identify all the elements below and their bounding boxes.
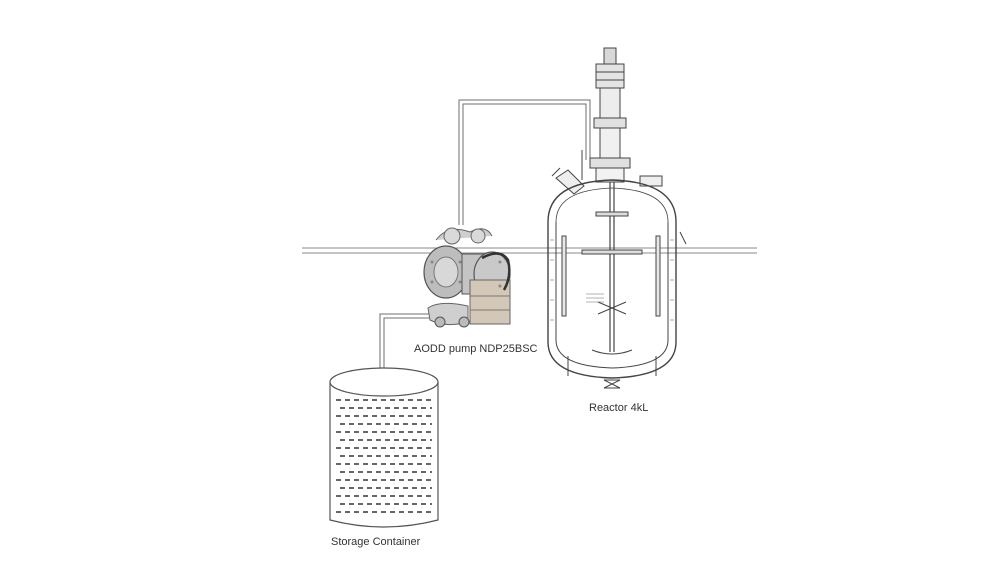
storage-container-label: Storage Container — [331, 536, 421, 548]
storage-container — [329, 367, 439, 528]
suction-pipe — [379, 313, 440, 390]
discharge-pipe — [458, 99, 591, 225]
aodd-pump — [423, 227, 511, 328]
liquid-hatching — [336, 399, 432, 513]
reactor-vessel — [547, 47, 687, 389]
header-pipe — [302, 247, 757, 254]
reactor-label: Reactor 4kL — [589, 402, 649, 414]
pump-label: AODD pump NDP25BSC — [414, 343, 538, 355]
